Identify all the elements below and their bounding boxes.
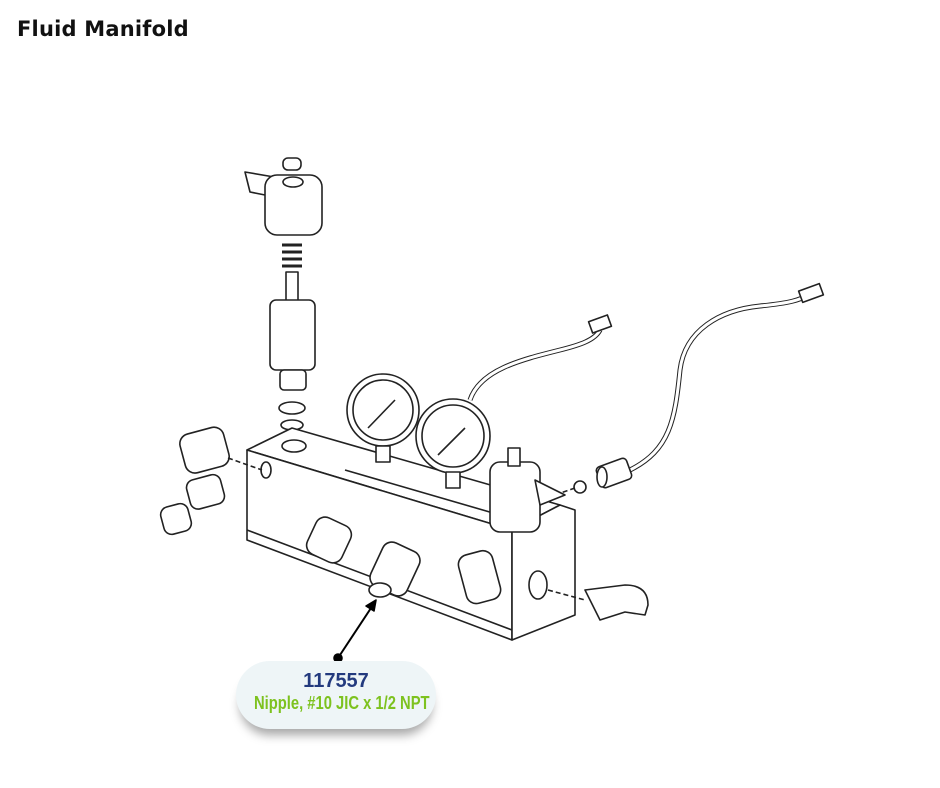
sensor-cable-right	[628, 282, 825, 473]
drain-valve	[489, 447, 566, 533]
valve-handle	[244, 157, 323, 236]
valve-cartridge	[269, 271, 316, 431]
fitting-left-lower	[159, 473, 226, 536]
manifold-block	[246, 427, 576, 641]
nipple-fitting-1	[305, 516, 353, 564]
page-title: Fluid Manifold	[17, 17, 189, 41]
sensor-cable-left	[467, 314, 613, 401]
part-number: 117557	[303, 670, 369, 692]
nipple-fitting-3	[457, 549, 502, 605]
elbow-fitting-right	[547, 584, 649, 621]
pressure-gauge-1	[346, 373, 420, 463]
nipple-fitting-117557	[368, 541, 421, 598]
part-callout: 117557 Nipple, #10 JIC x 1/2 NPT	[236, 661, 436, 729]
part-description: Nipple, #10 JIC x 1/2 NPT	[254, 693, 430, 713]
fitting-left-upper	[179, 426, 263, 474]
valve-spring	[282, 243, 302, 268]
callout-leader	[333, 599, 377, 663]
transducer-fitting	[539, 457, 633, 501]
pressure-gauge-2	[415, 398, 491, 489]
